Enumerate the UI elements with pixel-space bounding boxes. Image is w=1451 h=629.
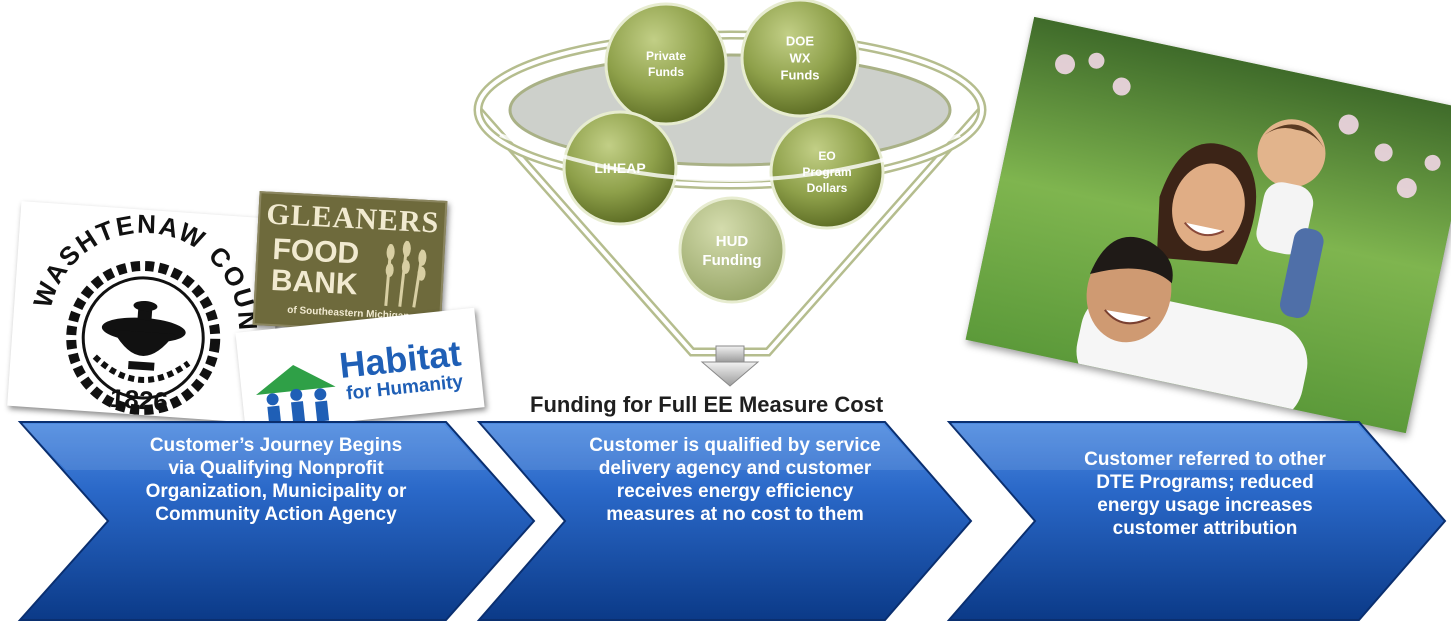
step-1-text: Customer’s Journey Begins via Qualifying… (145, 435, 407, 525)
gleaners-food-bank-logo: GLEANERS FOOD BANK of Southeastern Michi… (252, 191, 448, 335)
funding-bubble-hud-funding (678, 196, 786, 304)
step-2-text: Customer is qualified by service deliver… (589, 435, 881, 525)
step-2-chevron: Customer is qualified by service deliver… (475, 418, 975, 624)
step-3-text: Customer referred to other DTE Programs;… (1084, 449, 1326, 539)
bubble-label: LIHEAP (594, 160, 645, 176)
wheat-icon (384, 240, 427, 308)
funding-bubble-doe-wx-funds (740, 0, 860, 118)
step-1-chevron: Customer’s Journey Begins via Qualifying… (16, 418, 538, 624)
funnel-arrow-icon (700, 345, 760, 387)
gleaners-food-bank-text: FOOD BANK (270, 232, 361, 302)
family-photo (965, 16, 1451, 434)
step-3-chevron: Customer referred to other DTE Programs;… (945, 418, 1449, 624)
funding-bubble-private-funds (604, 2, 728, 126)
funding-caption: Funding for Full EE Measure Cost (530, 392, 884, 417)
washtenaw-year: 1826 (109, 383, 169, 417)
